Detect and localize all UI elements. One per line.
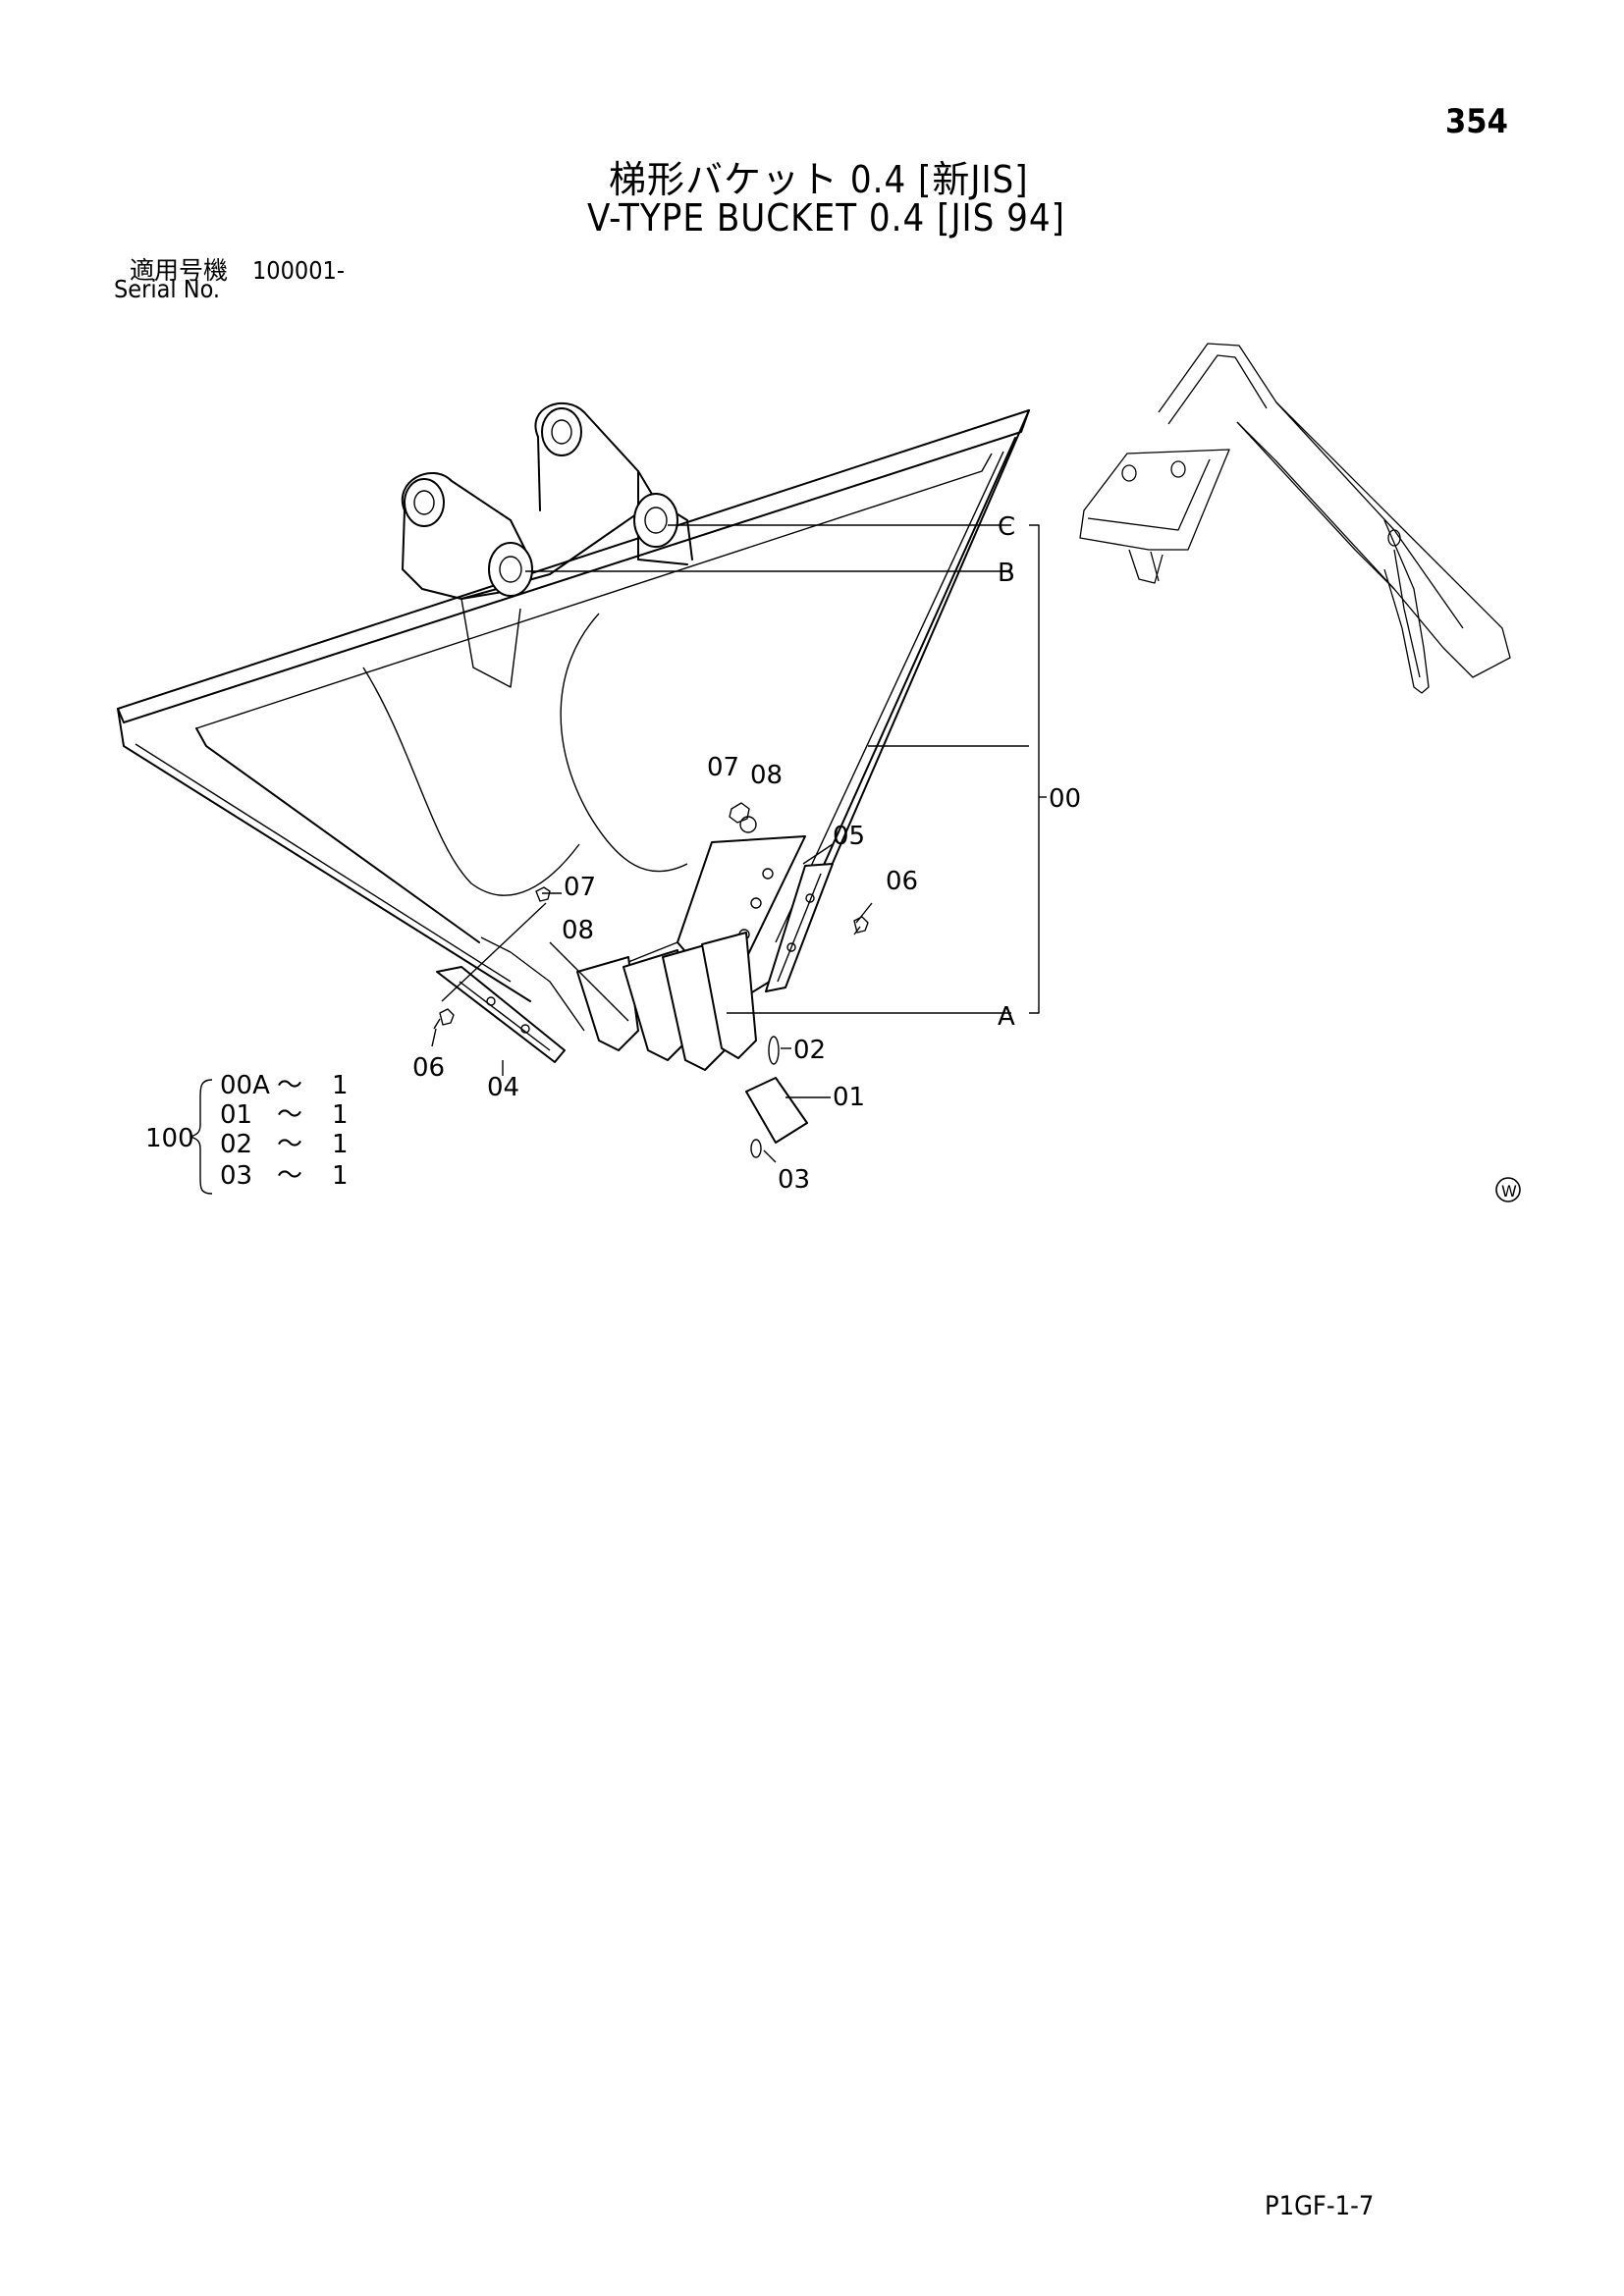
callout-b: B	[998, 559, 1015, 588]
callout-part-01: 01	[833, 1083, 865, 1112]
callout-part-08-mid: 08	[562, 916, 594, 945]
callout-part-08-top: 08	[750, 761, 783, 790]
callout-part-00: 00	[1049, 784, 1081, 814]
kit-row-sep: ～	[277, 1161, 302, 1191]
kit-row-qty: 1	[332, 1071, 349, 1100]
callout-part-06-left: 06	[412, 1053, 445, 1083]
kit-row-qty: 1	[332, 1100, 349, 1130]
callout-part-07-mid: 07	[564, 873, 596, 902]
kit-row-part: 02	[220, 1130, 252, 1159]
kit-row-part: 03	[220, 1161, 252, 1191]
kit-row-qty: 1	[332, 1130, 349, 1159]
kit-row-sep: ～	[277, 1071, 302, 1100]
page-number: 354	[1445, 102, 1508, 141]
kit-row-sep: ～	[277, 1100, 302, 1130]
w-circle-symbol: W	[1495, 1177, 1521, 1202]
kit-label: 100	[145, 1124, 194, 1153]
callout-a: A	[998, 1002, 1015, 1032]
callout-labels: C B A 00 07 08 05 06 07 08 02 01 03 06 0…	[412, 512, 1081, 1195]
serial-label-english: Serial No.	[114, 275, 221, 303]
excavator-arm-icon	[1079, 343, 1511, 694]
page-title-japanese: 梯形バケット 0.4 [新JIS]	[609, 158, 1029, 201]
bucket-drawing	[117, 402, 1030, 1158]
callout-part-03: 03	[778, 1165, 810, 1195]
kit-row-qty: 1	[332, 1161, 349, 1191]
footer-code: P1GF-1-7	[1265, 2191, 1375, 2221]
callout-c: C	[998, 512, 1015, 542]
callout-part-05: 05	[833, 822, 865, 851]
kit-composition: 100 00A ～ 1 01 ～ 1 02 ～ 1 03 ～ 1	[145, 1071, 349, 1195]
serial-range-japanese: 適用号機 100001-	[130, 256, 345, 285]
w-symbol-letter: W	[1501, 1182, 1517, 1201]
kit-row-part: 01	[220, 1100, 252, 1130]
callout-part-06-right: 06	[886, 867, 918, 896]
page-title-english: V-TYPE BUCKET 0.4 [JIS 94]	[587, 196, 1066, 240]
kit-row-sep: ～	[277, 1130, 302, 1159]
leader-lines	[431, 524, 1047, 1163]
callout-part-07-top: 07	[707, 753, 739, 782]
kit-row-part: 00A	[220, 1071, 270, 1100]
callout-part-04: 04	[487, 1073, 519, 1102]
callout-part-02: 02	[793, 1036, 826, 1065]
